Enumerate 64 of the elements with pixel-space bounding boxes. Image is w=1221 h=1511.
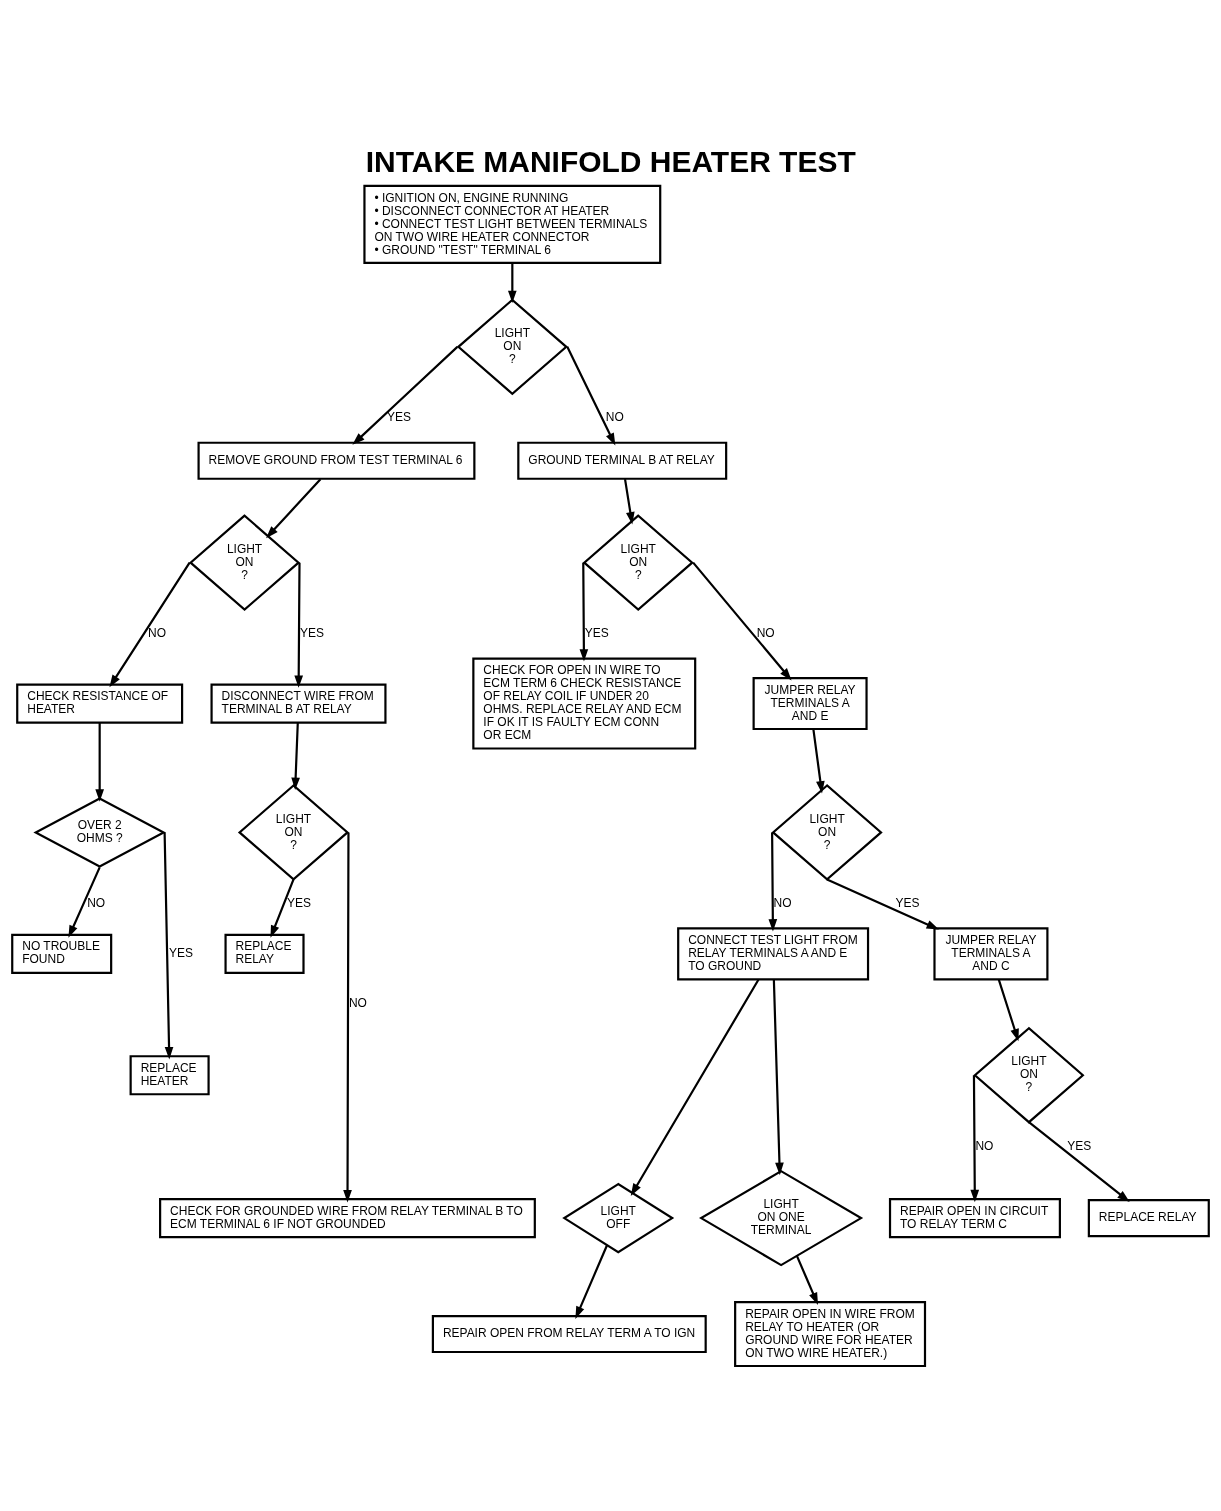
node-diamond: LIGHT ON ONE TERMINAL <box>699 1169 864 1267</box>
edge-label: YES <box>287 895 311 910</box>
arrow <box>95 722 104 802</box>
node-diamond: LIGHT ON ? <box>188 514 301 612</box>
node-box: CONNECT TEST LIGHT FROM RELAY TERMINALS A AND E TO GROUND <box>677 927 870 981</box>
edge-label: YES <box>386 410 411 425</box>
diagram-title: INTAKE MANIFOLD HEATER TEST <box>365 144 856 178</box>
arrow <box>692 561 792 681</box>
node-box: GROUND TERMINAL B AT RELAY <box>517 441 728 480</box>
arrow <box>294 562 304 688</box>
node-box: REPAIR OPEN IN WIRE FROM RELAY TO HEATER (OR GROUND WIRE FOR HEATER ON TWO WIRE HEATER.) <box>734 1300 927 1368</box>
node-box: REPAIR OPEN FROM RELAY TERM A TO IGN <box>431 1314 707 1354</box>
arrow <box>343 832 352 1203</box>
arrow <box>826 878 939 930</box>
arrow <box>772 979 784 1176</box>
node-box: CHECK RESISTANCE OF HEATER <box>16 683 184 724</box>
arrow <box>68 866 101 938</box>
edge-label: YES <box>895 895 920 910</box>
node-box: REPLACE RELAY <box>1087 1199 1210 1238</box>
node-box: REPLACE RELAY <box>224 933 305 974</box>
arrow <box>291 722 300 791</box>
edge-label: NO <box>773 895 792 910</box>
node-box: REPAIR OPEN IN CIRCUIT TO RELAY TERM C <box>888 1198 1061 1239</box>
arrow <box>109 562 191 688</box>
arrow <box>566 346 616 446</box>
edge-label: NO <box>348 995 367 1010</box>
arrow <box>163 832 174 1060</box>
node-box: • IGNITION ON, ENGINE RUNNING • DISCONNECT CONNECTOR AT HEATER • CONNECT TEST LIGHT BETWEEN TERMINALS ON TWO WIRE HEATER CONNECTOR • GROUND "TEST" TERMINAL 6 <box>363 184 662 264</box>
arrow <box>266 478 322 539</box>
arrow <box>1028 1121 1130 1202</box>
edge-label: YES <box>1067 1138 1092 1153</box>
node-box: REMOVE GROUND FROM TEST TERMINAL 6 <box>197 441 476 480</box>
node-box: CHECK FOR GROUNDED WIRE FROM RELAY TERMINAL B TO ECM TERMINAL 6 IF NOT GROUNDED <box>159 1198 536 1239</box>
node-box: REPLACE HEATER <box>129 1055 210 1096</box>
node-box: DISCONNECT WIRE FROM TERMINAL B AT RELAY <box>210 683 387 724</box>
arrow <box>630 978 760 1196</box>
edge-label: NO <box>148 626 167 641</box>
node-box: CHECK FOR OPEN IN WIRE TO ECM TERM 6 CHECK RESISTANCE OF RELAY COIL IF UNDER 20 OHMS. REPLACE RELAY AND ECM IF OK IT IS FAULTY ECM CONN OR ECM <box>472 657 697 750</box>
edge-label: NO <box>605 410 624 425</box>
edge-label: YES <box>584 626 609 641</box>
node-diamond: LIGHT ON ? <box>582 514 694 612</box>
edge-label: NO <box>87 895 106 910</box>
node-diamond: OVER 2 OHMS ? <box>33 797 166 868</box>
arrow <box>970 1075 980 1203</box>
arrow <box>352 346 459 445</box>
edge-label: YES <box>169 945 194 960</box>
node-box: NO TROUBLE FOUND <box>11 933 113 974</box>
arrow <box>997 979 1019 1042</box>
edge-label: NO <box>975 1138 994 1153</box>
node-diamond: LIGHT ON ? <box>456 298 568 396</box>
arrow <box>623 478 635 525</box>
arrow <box>768 832 778 932</box>
arrow <box>812 729 825 794</box>
arrow <box>270 879 295 938</box>
edge-label: NO <box>756 626 775 641</box>
arrow <box>796 1255 819 1306</box>
node-box: JUMPER RELAY TERMINALS A AND C <box>933 927 1049 981</box>
node-box: JUMPER RELAY TERMINALS A AND E <box>752 676 868 731</box>
arrow <box>579 562 589 662</box>
edge-label: YES <box>300 626 324 641</box>
arrow <box>575 1244 609 1319</box>
node-diamond: LIGHT ON ? <box>771 784 883 881</box>
node-diamond: LIGHT ON ? <box>237 784 350 881</box>
arrow <box>507 263 517 304</box>
